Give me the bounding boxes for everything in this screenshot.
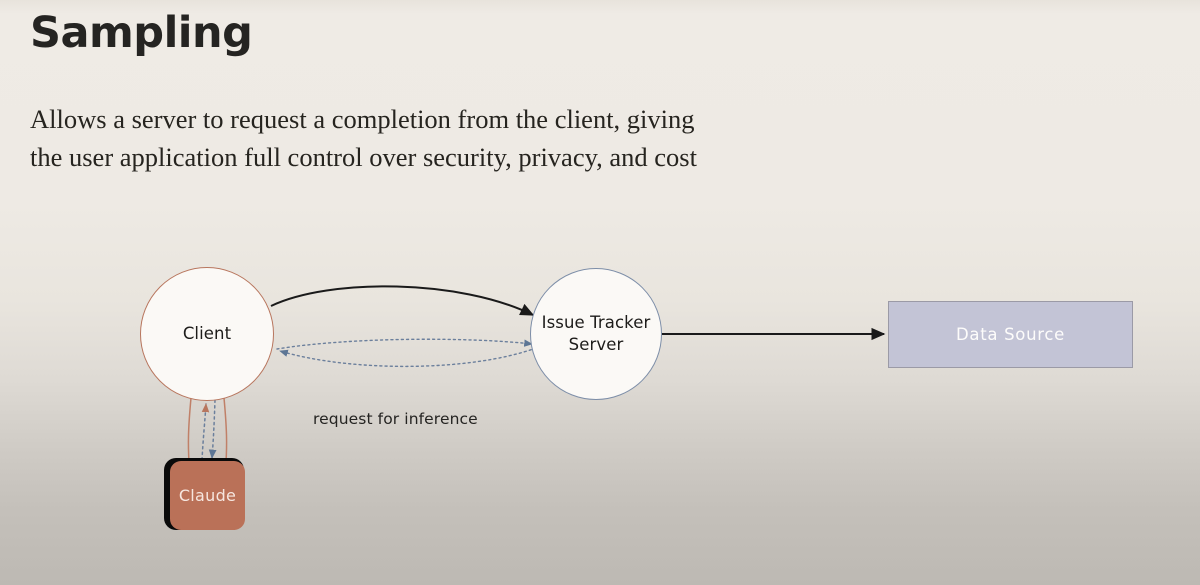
edge-client-to-claude xyxy=(208,399,217,459)
edge-claude-to-client xyxy=(201,403,210,461)
node-label-issue-tracker-server: Issue Tracker Server xyxy=(541,313,651,354)
page-title: Sampling xyxy=(30,8,253,58)
node-label-client: Client xyxy=(182,324,232,343)
diagram-node-claude[interactable]: Claude xyxy=(170,461,245,530)
edge-label-request-for-inference: request for inference xyxy=(313,410,478,428)
edge-client-claude-rails xyxy=(187,397,228,463)
edge-client-to-server-inference xyxy=(276,338,533,350)
diagram-node-data-source[interactable]: Data Source xyxy=(888,301,1133,368)
node-label-data-source: Data Source xyxy=(955,325,1065,344)
diagram-node-issue-tracker-server[interactable]: Issue Tracker Server xyxy=(530,268,662,400)
diagram-node-client[interactable]: Client xyxy=(140,267,274,401)
edge-server-to-client-response xyxy=(279,347,537,368)
node-label-claude: Claude xyxy=(178,486,237,505)
edge-client-to-server xyxy=(270,285,535,316)
slide-subtitle: Allows a server to request a completion … xyxy=(30,104,697,172)
